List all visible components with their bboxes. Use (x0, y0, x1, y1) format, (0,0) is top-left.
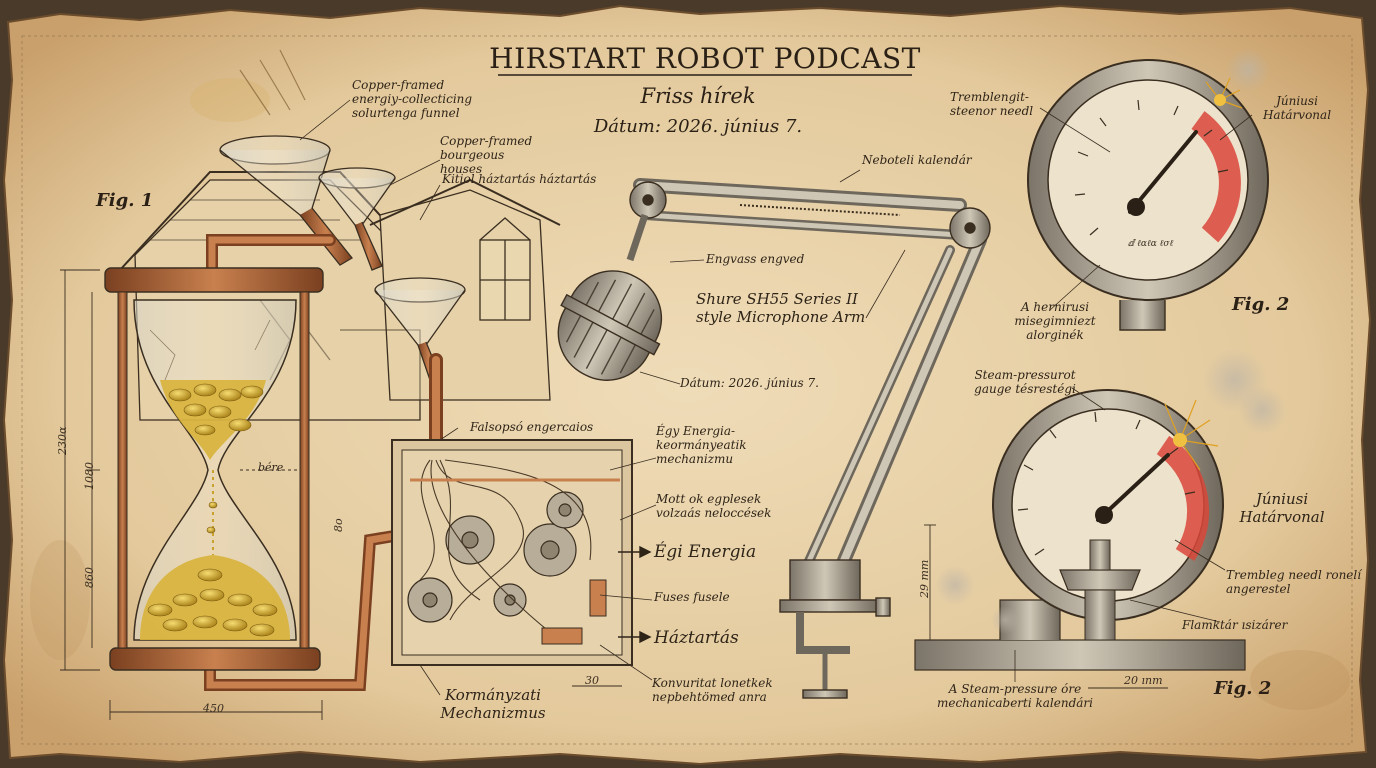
mechanism-arrows (618, 545, 652, 644)
coins (147, 383, 278, 637)
gauge-bottom (914, 389, 1246, 671)
dim-total-height: 230α (56, 426, 69, 455)
dim-width: 450 (203, 702, 224, 715)
flamk-label: Flamktár ısizárer (1182, 618, 1288, 632)
page-date: Dátum: 2026. június 7. (593, 116, 803, 137)
page-title: HIRSTART ROBOT PODCAST (489, 42, 921, 75)
egy-energia-label: Égy Energia-keormányeatik mechanizmu (656, 424, 747, 466)
engvass-label: Engvass engved (706, 252, 805, 266)
microphone-date-label: Dátum: 2026. június 7. (680, 376, 819, 390)
microphone-model-label: Shure SH55 Series II style Microphone Ar… (696, 290, 866, 326)
kormanyzati-label: Kormányzati Mechanizmus (440, 686, 546, 722)
funnel-label: Copper-framed energiy-collecticing solur… (352, 78, 473, 120)
microphone-arm (629, 178, 991, 699)
steam-label: Steam-pressurot gauge tésrestégi (974, 368, 1076, 396)
funnels (219, 135, 466, 381)
egi-energia-label: Égi Energia (654, 542, 757, 562)
fuses-label: Fuses fusele (654, 590, 730, 604)
dimension-lines (60, 269, 323, 720)
deadline-bottom-label: Júniusi Határvonal (1239, 490, 1325, 526)
mechanism-dim-side: 8o (332, 518, 345, 532)
sand-label: bére (258, 461, 284, 474)
calendar-label: Neboteli kalendár (862, 153, 972, 167)
gauge-caption: A Steam-pressure óre mechanicaberti kale… (936, 682, 1094, 710)
tremble-label: Trembleg needl ronelí angerestel (1226, 568, 1362, 596)
sun-rays (239, 49, 306, 116)
house-label: Kitiol háztartás háztartás (442, 172, 597, 186)
gauge-top (1027, 59, 1269, 331)
dim-upper-height: 1080 (83, 462, 96, 490)
mott-label: Mott ok egplesek volzaás neloccések (656, 492, 772, 520)
falsopso-label: Falsopsó engercaios (470, 420, 594, 434)
figure-2-bottom-label: Fig. 2 (1214, 678, 1272, 699)
page-subtitle: Friss hírek (640, 84, 756, 108)
figure-1-label: Fig. 1 (96, 190, 154, 211)
hourglass (104, 267, 324, 671)
spark-top (1205, 77, 1243, 109)
mechanism-dim-30: 30 (585, 674, 599, 687)
dial-text-top: ⅆ ℓαℓα ℓσℓ (1128, 239, 1174, 249)
figure-2-top-label: Fig. 2 (1232, 294, 1290, 315)
leader-lines (299, 99, 1253, 696)
dim-lower-height: 860 (83, 567, 96, 588)
needle-top-label: Tremblengit-steenor needl (950, 90, 1034, 118)
haztartas-label: Háztartás (654, 628, 739, 648)
wires (410, 459, 620, 641)
gauge-dim-side: 29 mm (918, 559, 931, 598)
spark-bottom (1164, 399, 1219, 471)
gauge-dim-mm: 20 ınm (1124, 674, 1163, 687)
mechanism-box (391, 439, 633, 666)
konvuritat-label: Konvuritat lonetkek nepbehtömed anra (652, 676, 773, 704)
gauge-top-bottom-label: A hernirusi misegimniezt alorginék (1014, 300, 1096, 342)
microphone (557, 213, 663, 381)
deadline-top-label: Júniusi Határvonal (1262, 94, 1332, 122)
houses-label: Copper-framed bourgeous houses (440, 134, 533, 176)
